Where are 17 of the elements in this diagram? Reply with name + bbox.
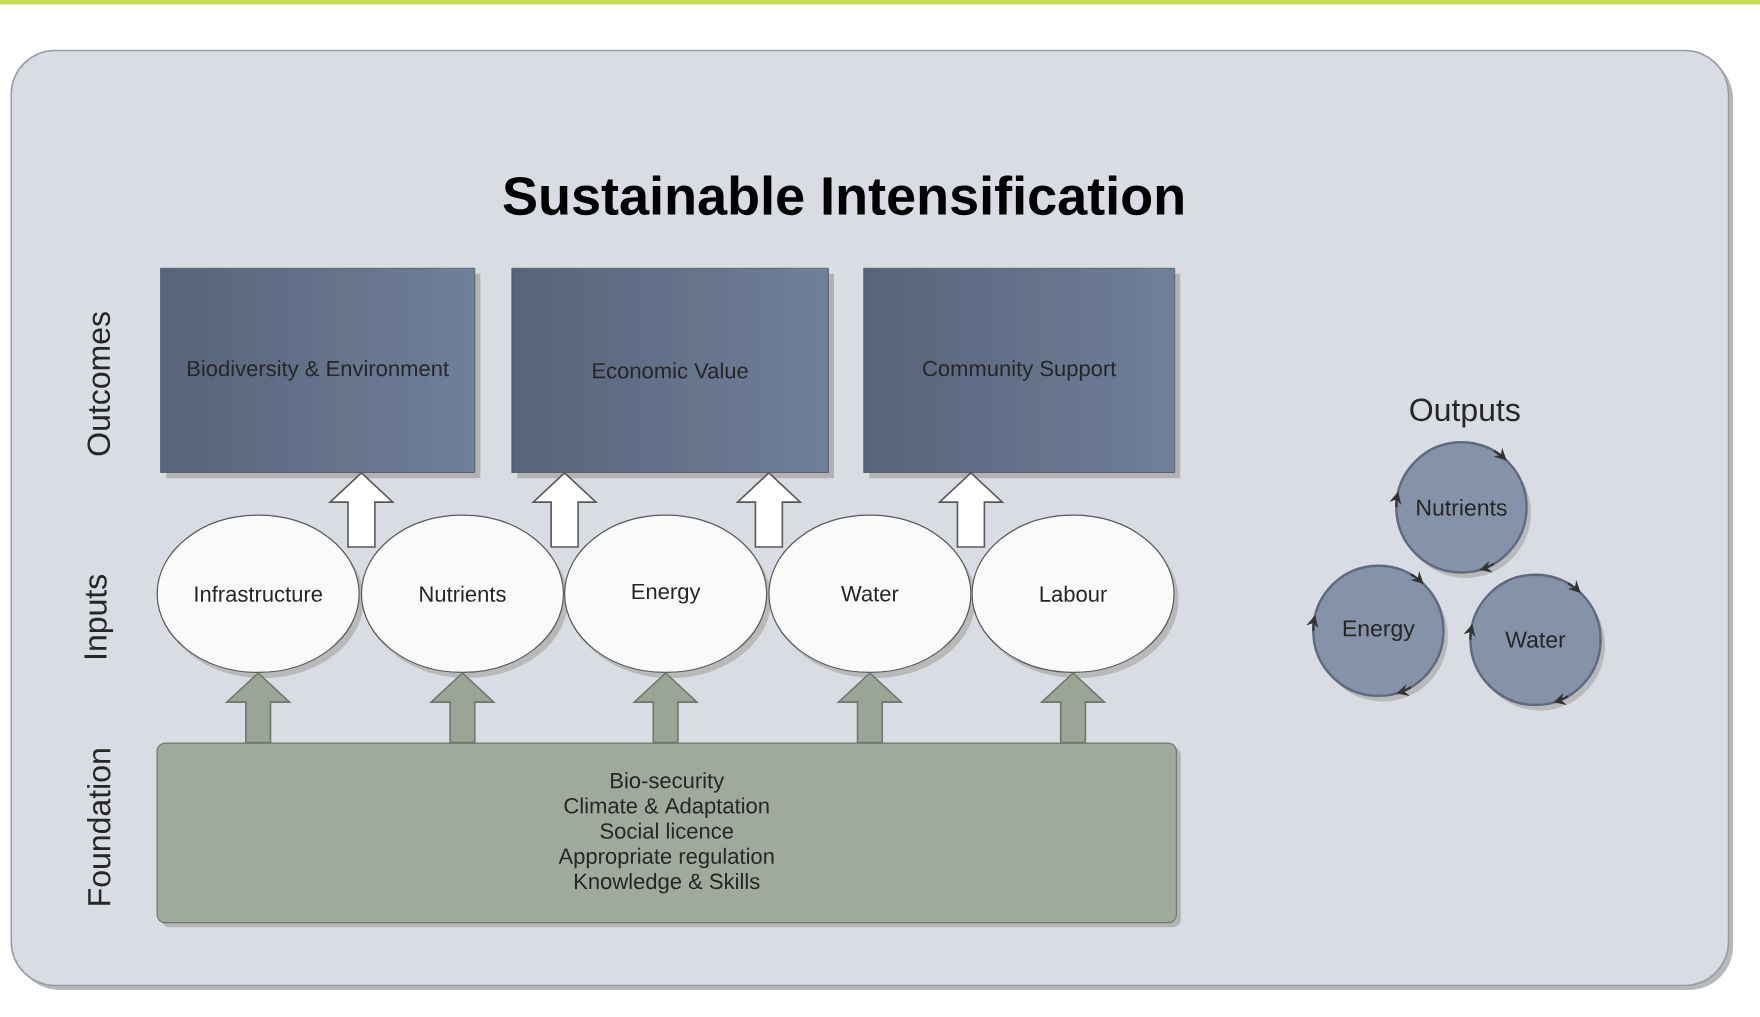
section-label: Inputs [84,574,114,658]
block-arrow [328,471,395,548]
outcome-box: Biodiversity & Environment [160,267,481,479]
block-arrow [1039,671,1107,744]
outcome-box: Community Support [863,267,1181,479]
foundation-box: Bio-security Climate & Adaptation Social licence Appropriate regulation Knowledge & Skills [156,742,1181,928]
section-label: Outcomes [87,312,111,456]
block-arrow [735,471,803,548]
block-arrow [429,671,496,744]
title: Sustainable Intensification [503,175,1183,216]
block-arrow [836,671,904,744]
block-arrow [531,471,599,548]
outcome-box: Economic Value [511,267,834,479]
section-label: Foundation [87,749,111,905]
block-arrow [224,671,292,744]
block-arrow [632,671,700,744]
block-arrow [937,471,1005,548]
